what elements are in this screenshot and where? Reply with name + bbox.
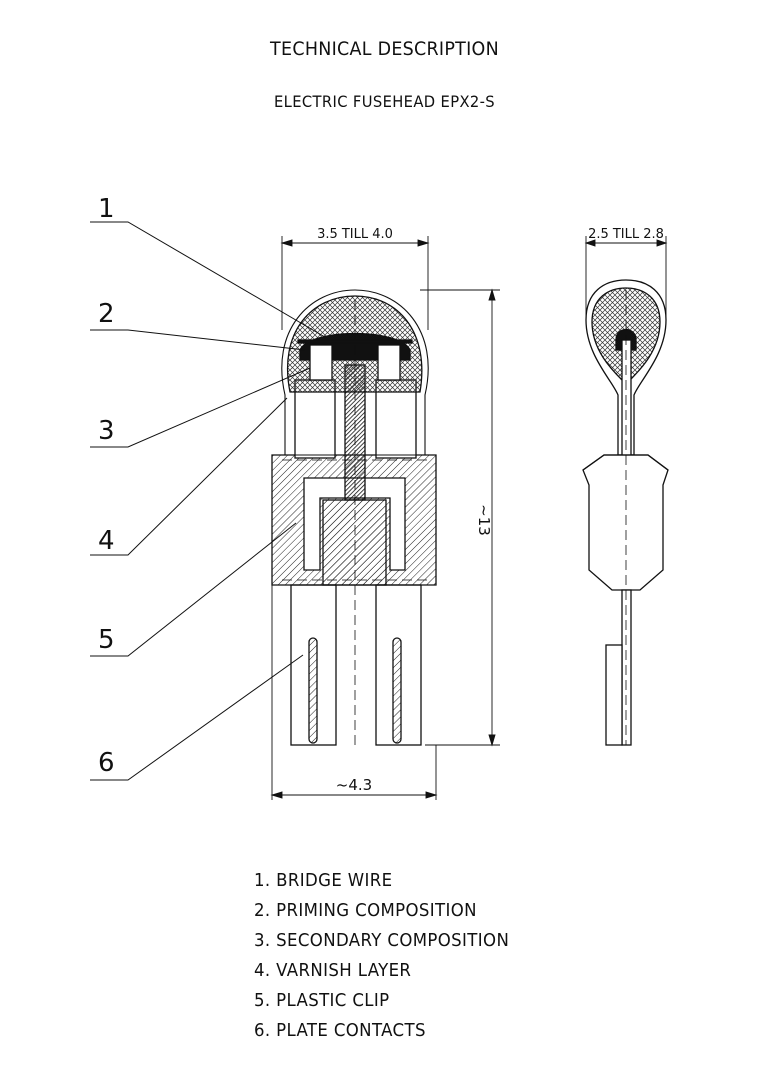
side-view bbox=[582, 279, 669, 746]
side-clip bbox=[582, 454, 669, 591]
side-contact-slot bbox=[605, 644, 623, 746]
height-label: ~13 bbox=[475, 504, 493, 536]
callout-1: 1 bbox=[98, 194, 115, 224]
page-title: TECHNICAL DESCRIPTION bbox=[270, 38, 499, 60]
leader-2 bbox=[90, 329, 306, 351]
callout-leaders bbox=[90, 221, 331, 781]
legend-item: 6. PLATE CONTACTS bbox=[254, 1020, 426, 1041]
callout-6: 6 bbox=[98, 748, 115, 778]
callout-5: 5 bbox=[98, 625, 115, 655]
page-subtitle: ELECTRIC FUSEHEAD EPX2-S bbox=[273, 92, 496, 111]
left-stem bbox=[294, 379, 336, 459]
left-plate-head bbox=[309, 344, 333, 381]
legend: 1. BRIDGE WIRE 2. PRIMING COMPOSITION 3.… bbox=[254, 866, 531, 1046]
callout-2: 2 bbox=[98, 299, 115, 329]
leader-1 bbox=[90, 221, 331, 341]
callout-4: 4 bbox=[98, 526, 115, 556]
varnish-layer bbox=[281, 289, 429, 456]
side-plate bbox=[621, 339, 632, 461]
legend-item: 4. VARNISH LAYER bbox=[254, 960, 412, 981]
legend-item: 5. PLASTIC CLIP bbox=[254, 990, 390, 1011]
callout-3: 3 bbox=[98, 416, 115, 446]
bridge-wire bbox=[297, 339, 413, 344]
leader-4 bbox=[90, 397, 288, 556]
leader-3 bbox=[90, 367, 311, 448]
front-view bbox=[271, 289, 437, 746]
side-width-label: 2.5 TILL 2.8 bbox=[588, 227, 664, 242]
right-plate-head bbox=[377, 344, 401, 381]
base-width-label: ~4.3 bbox=[336, 776, 372, 794]
legend-item: 2. PRIMING COMPOSITION bbox=[254, 900, 477, 921]
leader-6 bbox=[90, 654, 304, 781]
front-dimensions bbox=[270, 236, 500, 800]
legend-item: 1. BRIDGE WIRE bbox=[254, 870, 393, 891]
side-dimensions bbox=[584, 236, 668, 318]
clip-core bbox=[322, 499, 387, 586]
leader-5 bbox=[90, 522, 297, 657]
front-width-label: 3.5 TILL 4.0 bbox=[317, 227, 393, 242]
side-contact bbox=[621, 589, 632, 746]
left-contact-slot bbox=[308, 637, 318, 744]
right-contact-slot bbox=[392, 637, 402, 744]
right-stem bbox=[375, 379, 417, 459]
legend-item: 3. SECONDARY COMPOSITION bbox=[254, 930, 510, 951]
